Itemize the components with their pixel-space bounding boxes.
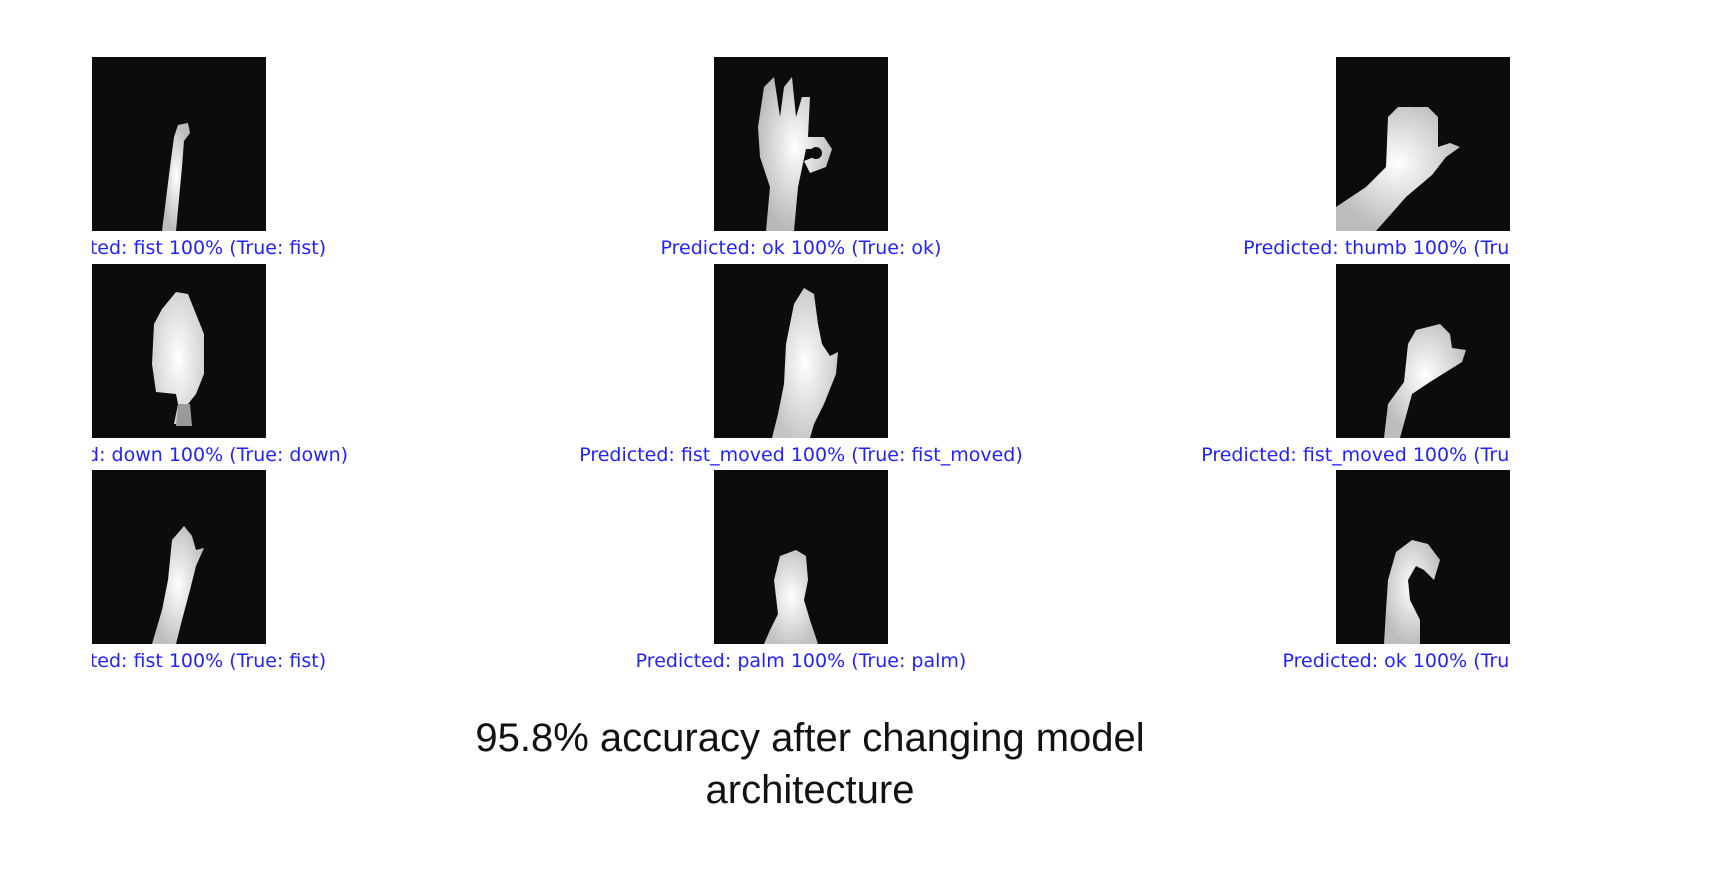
prediction-caption: Predicted: palm 100% (True: palm) (635, 650, 967, 672)
left-crop-mask (0, 0, 92, 700)
prediction-caption: Predicted: fist_moved 100% (True: fist_m… (579, 444, 1023, 466)
slide-caption-line-2: architecture (705, 768, 915, 812)
prediction-cell: Predicted: thumb 100% (True: thumb) (1243, 57, 1603, 287)
right-crop-mask (1510, 0, 1728, 700)
hand-image-thumb (1336, 57, 1510, 231)
prediction-cell: Predicted: fist 100% (True: fist) (32, 470, 326, 700)
prediction-cell: Predicted: fist_moved 100% (True: fist_m… (579, 264, 1023, 494)
hand-image-fist-moved (714, 264, 888, 438)
prediction-caption: Predicted: down 100% (True: down) (9, 444, 349, 466)
hand-image-down (92, 264, 266, 438)
hand-image-ok-2 (1336, 470, 1510, 644)
hand-image-fist-moved-2 (1336, 264, 1510, 438)
prediction-caption: Predicted: fist 100% (True: fist) (31, 237, 327, 259)
hand-image-fist (92, 57, 266, 231)
prediction-cell: Predicted: palm 100% (True: palm) (636, 470, 966, 700)
prediction-caption: Predicted: fist 100% (True: fist) (31, 650, 327, 672)
prediction-caption: Predicted: ok 100% (True: ok) (1282, 650, 1564, 672)
hand-image-ok (714, 57, 888, 231)
prediction-cell: Predicted: down 100% (True: down) (10, 264, 348, 494)
hand-image-fist-2 (92, 470, 266, 644)
slide-caption-line-1: 95.8% accuracy after changing model (475, 716, 1145, 760)
slide-caption: 95.8% accuracy after changing model arch… (410, 712, 1210, 816)
prediction-cell: Predicted: fist 100% (True: fist) (32, 57, 326, 287)
prediction-cell: Predicted: fist_moved 100% (True: fist_m… (1201, 264, 1645, 494)
prediction-caption: Predicted: ok 100% (True: ok) (660, 237, 942, 259)
prediction-grid: Predicted: fist 100% (True: fist) Predic… (0, 0, 1728, 700)
prediction-cell: Predicted: ok 100% (True: ok) (1283, 470, 1563, 700)
prediction-cell: Predicted: ok 100% (True: ok) (661, 57, 941, 287)
hand-image-palm (714, 470, 888, 644)
